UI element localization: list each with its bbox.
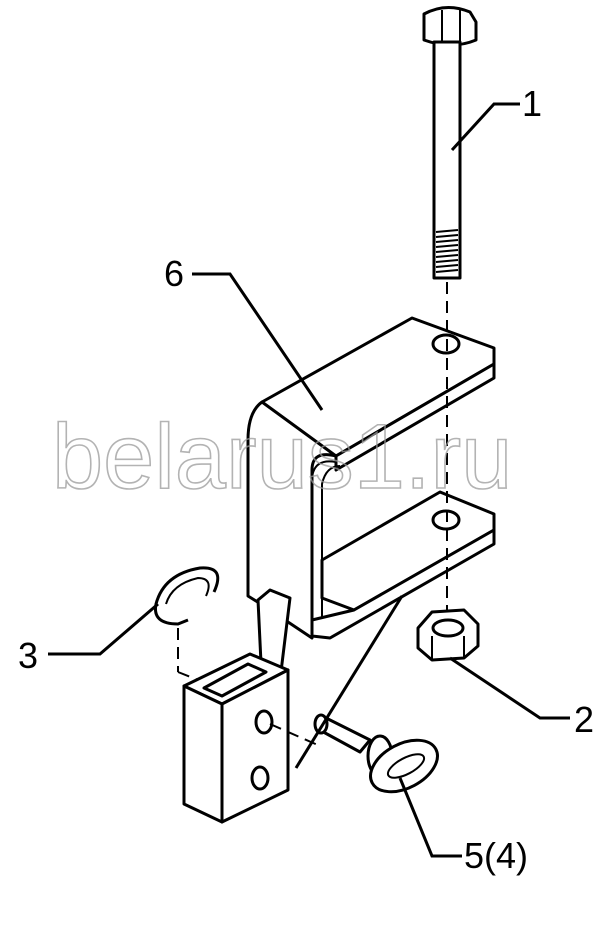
leader-ring [48,602,159,656]
nut-hole [431,618,465,638]
nut-part-2 [416,608,480,662]
bracket-lower-flange-edge [310,528,496,640]
callout-label-1: 1 [522,83,542,124]
hinge-hole-upper [254,709,274,735]
callout-label-2: 2 [574,699,594,740]
bracket-inner-corner [311,460,337,630]
bolt-shank [432,40,462,280]
watermark-text: belarus1.ru [52,406,512,508]
hinge-slot [202,662,268,698]
bolt-part-1 [422,6,478,640]
ring-part-3 [153,566,229,693]
bolt-thread [435,229,459,273]
hinge-block-front [182,684,224,824]
bolt-hex-head [422,6,478,47]
bracket-inner-corner-2 [321,465,341,628]
hinge-block-side [220,668,290,824]
bracket-part-6 [246,316,496,640]
callout-label-6: 6 [164,253,184,294]
leader-lines [48,102,570,858]
leader-bolt [450,102,520,152]
pin-part-5 [313,713,439,794]
leader-pin [398,777,462,858]
bracket-upper-flange-edge [334,362,496,472]
bolt-hex-head-facet [441,10,461,44]
leader-nut [449,656,570,720]
pin-flat-head-slot [386,753,426,779]
bracket-back-plate [246,400,338,640]
callout-label-3: 3 [18,635,38,676]
leader-bracket [192,272,324,411]
pin-flat-head [369,738,439,794]
hinge-block [182,588,321,824]
leader-bracket-to-block [294,595,404,769]
nut-facet [431,636,465,660]
hinge-hole-lower [250,765,270,791]
ring-inner [165,576,210,605]
ring-outer [153,566,220,626]
callout-label-5-4: 5(4) [464,835,528,876]
pin-tip [313,713,329,735]
